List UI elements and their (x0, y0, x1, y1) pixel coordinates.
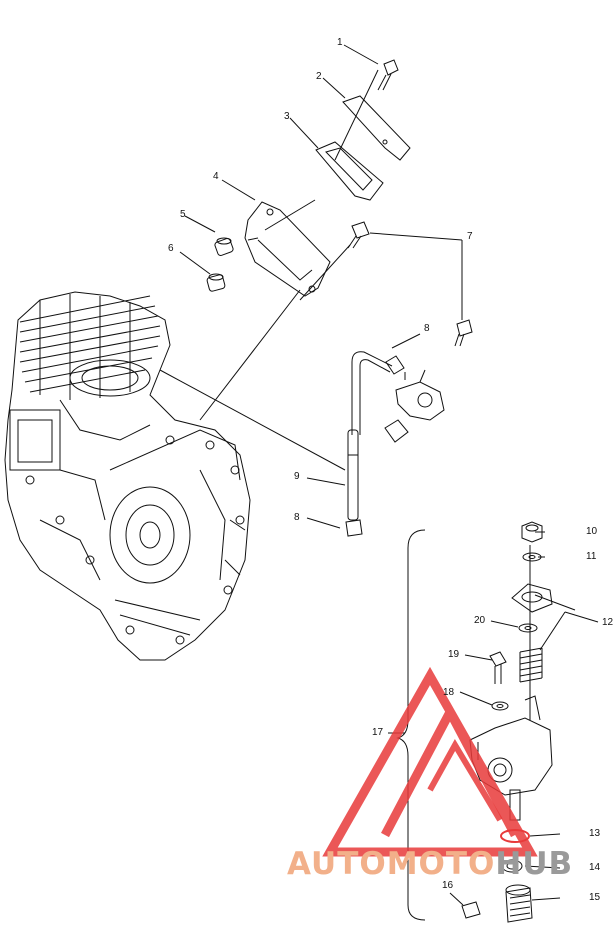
callout-16: 16 (442, 880, 454, 891)
oil-line-and-pump (351, 351, 445, 443)
part-16-pin (461, 901, 481, 919)
callout-8-upper: 8 (424, 323, 430, 334)
watermark-text-secondary: HUB (495, 846, 574, 882)
part-19-bolt (489, 651, 507, 684)
callout-14: 14 (589, 862, 601, 873)
oil-pump-body (469, 695, 553, 821)
part-15-gear (505, 884, 533, 923)
callout-20: 20 (474, 615, 486, 626)
watermark-logo (322, 666, 538, 857)
part-5-grommet (214, 237, 234, 256)
callout-13: 13 (589, 828, 601, 839)
part-1-bolt (377, 59, 399, 91)
callout-10: 10 (586, 526, 598, 537)
part-20-washer (518, 623, 538, 633)
part-8-clamp-lower (345, 519, 363, 537)
callout-4: 4 (213, 171, 219, 182)
part-18-washer (491, 701, 509, 711)
watermark-inner-logo (427, 739, 503, 822)
part-7-bolt-lower (454, 319, 473, 347)
part-12-spring (519, 647, 543, 683)
callout-1: 1 (337, 37, 343, 48)
part-11-washer (522, 552, 542, 562)
part-8-clamp-upper (385, 355, 405, 375)
callout-2: 2 (316, 71, 322, 82)
leader-lines (159, 44, 599, 906)
part-10-nut (521, 521, 543, 543)
callout-11: 11 (586, 551, 597, 562)
callout-7: 7 (467, 231, 473, 242)
callout-3: 3 (284, 111, 290, 122)
callout-5: 5 (180, 209, 186, 220)
callout-15: 15 (589, 892, 601, 903)
part-9-hose (347, 429, 359, 521)
part-4-cover (244, 201, 331, 297)
callout-9: 9 (294, 471, 300, 482)
engine-block (4, 291, 251, 661)
part-7-bolt-upper (347, 221, 370, 249)
part-3-gasket (315, 141, 384, 201)
callout-12: 12 (602, 617, 614, 628)
part-2-plate (342, 95, 411, 161)
part-12-lever (511, 583, 553, 613)
part-14-seal (501, 859, 523, 873)
part-13-oring (500, 829, 530, 843)
part-6-grommet (206, 273, 226, 292)
watermark-text-primary: AUTOMOTO (287, 846, 496, 882)
callout-19: 19 (448, 649, 460, 660)
callout-18: 18 (443, 687, 455, 698)
callout-17: 17 (372, 727, 384, 738)
callout-6: 6 (168, 243, 174, 254)
callout-8-lower: 8 (294, 512, 300, 523)
watermark-text: AUTOMOTOHUB (287, 846, 573, 882)
